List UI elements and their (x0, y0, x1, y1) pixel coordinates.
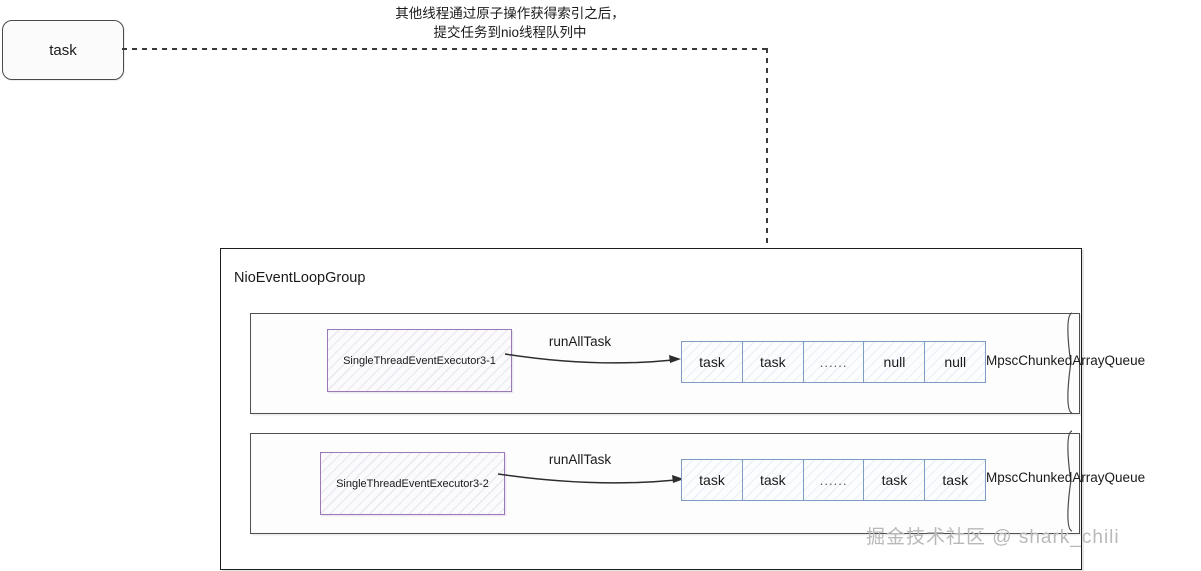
executor-label: SingleThreadEventExecutor3-2 (336, 477, 489, 490)
queue-cell: task (924, 459, 987, 501)
queue-cell: task (681, 341, 743, 383)
queue-brace-icon-2 (1067, 430, 1073, 532)
queue-cell: task (741, 459, 804, 501)
mpsc-queue-label-1: MpscChunkedArrayQueue (986, 353, 1146, 368)
annotation-text: 其他线程通过原子操作获得索引之后， 提交任务到nio线程队列中 (395, 6, 625, 40)
queue-cell: null (863, 341, 926, 383)
nio-event-loop-group-title: NioEventLoopGroup (234, 270, 366, 286)
run-all-task-arrow-1 (504, 353, 681, 364)
queue-cell: task (681, 459, 743, 501)
watermark: 掘金技术社区 @ shark_chili (866, 527, 1120, 548)
executor-label: SingleThreadEventExecutor3-1 (343, 354, 496, 367)
queue-cell: task (863, 459, 926, 501)
single-thread-event-executor-3-2: SingleThreadEventExecutor3-2 (320, 452, 505, 515)
task-node-label: task (49, 41, 77, 59)
single-thread-event-executor-3-1: SingleThreadEventExecutor3-1 (327, 329, 512, 392)
queue-cell: ...... (802, 459, 865, 501)
mpsc-queue-label-2: MpscChunkedArrayQueue (986, 470, 1146, 485)
run-all-task-label-2: runAllTask (548, 452, 612, 467)
queue-cell: task (741, 341, 804, 383)
run-all-task-label-1: runAllTask (548, 334, 612, 349)
mpsc-queue-row-1: task task ...... null null (681, 341, 987, 383)
task-node: task (2, 20, 124, 80)
dashed-connector-vertical (766, 48, 769, 333)
queue-cell: null (924, 341, 987, 383)
queue-cell: ...... (802, 341, 865, 383)
dashed-connector-horizontal (122, 48, 768, 50)
mpsc-queue-row-2: task task ...... task task (681, 459, 987, 501)
run-all-task-arrow-2 (497, 473, 684, 484)
queue-brace-icon-1 (1067, 312, 1073, 414)
